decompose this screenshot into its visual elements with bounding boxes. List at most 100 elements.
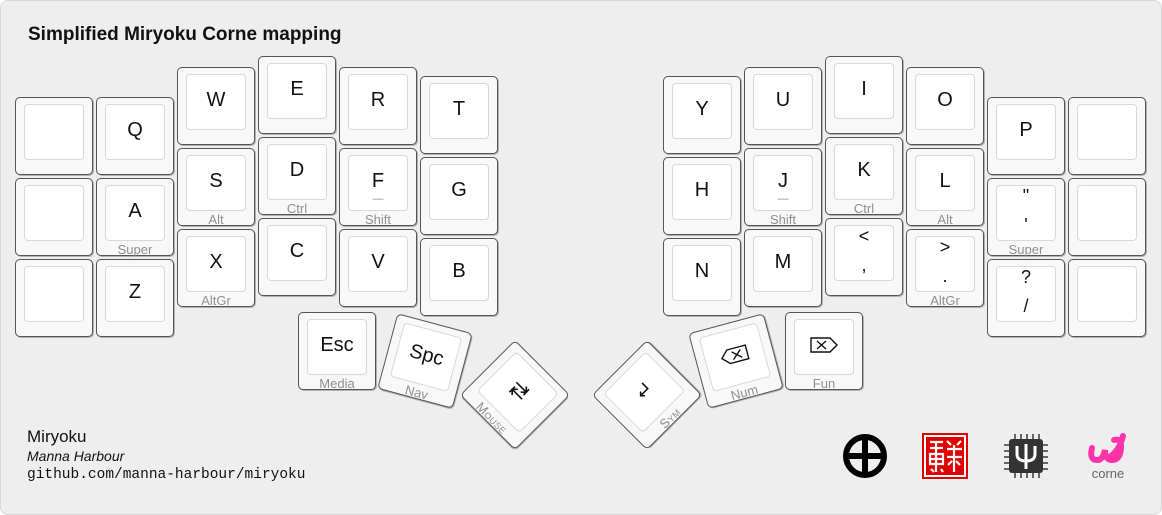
key-j-label: J (778, 170, 788, 192)
key-comma-base: , (861, 255, 867, 275)
thumb-backspace-glyph (689, 314, 779, 395)
thumb-esc-sub: Media (319, 376, 355, 391)
key-s-sub: Alt (208, 212, 224, 227)
key-d-label: D (289, 159, 305, 181)
brand-block: Miryoku Manna Harbour github.com/manna-h… (27, 427, 305, 483)
key-quote-glyph: "' (988, 179, 1064, 243)
key-slash-shifted: ? (1020, 267, 1031, 288)
key-slash-base: / (1023, 296, 1029, 316)
diagram-title: Simplified Miryoku Corne mapping (28, 24, 342, 45)
key-v-label: V (371, 251, 385, 273)
key-y-label: Y (695, 98, 709, 120)
thumb-delete-glyph (786, 313, 862, 377)
thumb-esc-label: Esc (320, 334, 354, 356)
key-t: T (420, 76, 498, 154)
key-x-label: X (209, 251, 223, 273)
corne-logo-text: corne (1091, 466, 1125, 481)
key-c: C (258, 218, 336, 296)
key-e: E (258, 56, 336, 134)
key-quote-shifted: " (1022, 186, 1030, 207)
key-i: I (825, 56, 903, 134)
key-q: Q (96, 97, 174, 175)
key-b: B (420, 238, 498, 316)
key-b-label: B (452, 260, 466, 282)
key-n-label: N (694, 260, 710, 282)
home-row-bump: — (372, 193, 384, 205)
key-x: X AltGr (177, 229, 255, 308)
key-l10-label (16, 179, 92, 243)
backspace-icon (720, 344, 750, 365)
key-f-sub: Shift (364, 212, 391, 227)
thumb-delete-key: Fun (785, 312, 863, 391)
key-p-label: P (1019, 119, 1033, 141)
key-d: D Ctrl (258, 137, 336, 216)
key-period-shifted: > (939, 237, 951, 258)
key-o-label: O (937, 89, 953, 111)
key-o: O (906, 67, 984, 145)
key-a-label: A (128, 200, 142, 222)
tab-arrows-icon (508, 381, 530, 400)
key-r05-label (1069, 98, 1145, 162)
home-row-bump: — (777, 193, 789, 205)
key-n: N (663, 238, 741, 316)
key-m-label: M (774, 251, 792, 273)
key-s: S Alt (177, 148, 255, 227)
key-slash-glyph: ?/ (988, 260, 1064, 324)
thumb-tab-glyph (470, 341, 569, 440)
thumb-delete-sub: Fun (812, 376, 836, 391)
enter-icon (639, 382, 649, 397)
key-s-label: S (209, 170, 223, 192)
key-comma-shifted: < (858, 226, 870, 247)
key-e-label: E (290, 78, 304, 100)
thumb-enter-key: Sym (591, 339, 703, 451)
thumb-backspace-key: Num (688, 313, 784, 409)
key-f: F— Shift (339, 148, 417, 227)
key-r25-label (1069, 260, 1145, 324)
key-t-label: T (452, 98, 466, 120)
key-period-sub: AltGr (930, 293, 960, 308)
key-r15-label (1069, 179, 1145, 243)
key-quote: "'Super (987, 178, 1065, 257)
key-x-sub: AltGr (201, 293, 231, 308)
key-r25 (1068, 259, 1146, 337)
brand-name: Miryoku (27, 427, 87, 446)
key-quote-base: ' (1024, 215, 1028, 235)
key-y: Y (663, 76, 741, 154)
key-period-glyph: >. (907, 230, 983, 294)
thumb-enter-glyph (593, 341, 692, 440)
key-l20-label (16, 260, 92, 324)
key-w: W (177, 67, 255, 145)
key-quote-sub: Super (1008, 242, 1044, 257)
key-q-label: Q (127, 119, 143, 141)
key-period: >.AltGr (906, 229, 984, 308)
key-a-sub: Super (117, 242, 153, 257)
key-l-sub: Alt (937, 212, 953, 227)
key-comma-glyph: <, (826, 219, 902, 283)
key-r-label: R (370, 89, 386, 111)
key-l10 (15, 178, 93, 256)
corne-logo: corne (1083, 432, 1133, 482)
key-j-sub: Shift (769, 212, 796, 227)
key-f-label: F (371, 170, 385, 192)
brand-url[interactable]: github.com/manna-harbour/miryoku (27, 467, 306, 483)
key-g: G (420, 157, 498, 235)
brand-author: Manna Harbour (27, 448, 125, 464)
key-w-label: W (206, 89, 226, 111)
key-l00-label (16, 98, 92, 162)
key-i-label: I (861, 78, 867, 100)
key-r: R (339, 67, 417, 145)
key-r05 (1068, 97, 1146, 175)
key-slash: ?/ (987, 259, 1065, 337)
miryoku-symbol-logo (841, 432, 889, 480)
key-p: P (987, 97, 1065, 175)
key-m: M (744, 229, 822, 307)
red-seal-logo (921, 432, 969, 480)
key-d-sub: Ctrl (286, 201, 308, 216)
key-u-label: U (775, 89, 791, 111)
key-j: J— Shift (744, 148, 822, 227)
key-l20 (15, 259, 93, 337)
key-period-base: . (942, 266, 948, 286)
key-a: A Super (96, 178, 174, 257)
key-z: Z (96, 259, 174, 337)
